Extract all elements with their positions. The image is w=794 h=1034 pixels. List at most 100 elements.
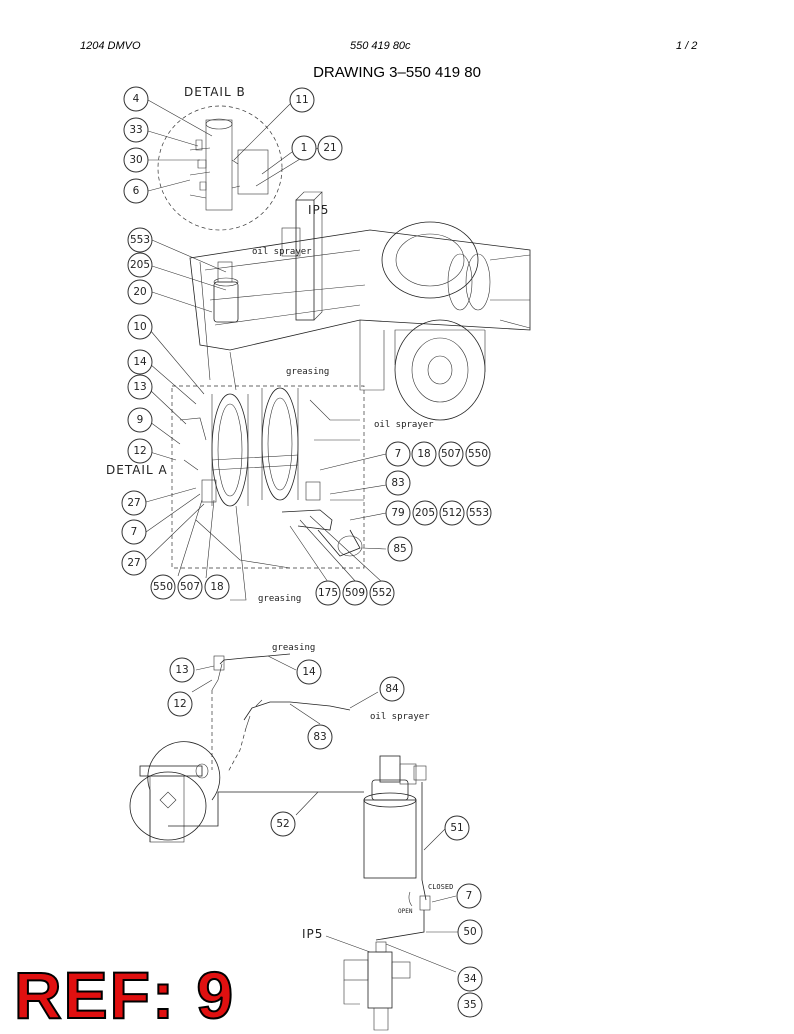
callout-50: 50: [457, 919, 483, 945]
svg-text:507: 507: [441, 448, 461, 460]
svg-text:13: 13: [133, 381, 146, 393]
callout-85: 85: [387, 536, 413, 562]
svg-text:14: 14: [133, 356, 147, 368]
greasing-lower-label: greasing: [258, 594, 301, 604]
callout-84: 84: [379, 676, 405, 702]
svg-text:13: 13: [175, 664, 188, 676]
svg-text:84: 84: [385, 683, 399, 695]
callout-79: 79: [385, 500, 411, 526]
svg-text:1: 1: [301, 142, 308, 154]
callout-30: 30: [123, 147, 149, 173]
callout-14-schematic: 14: [296, 659, 322, 685]
callout-10: 10: [127, 314, 153, 340]
callout-27-b: 27: [121, 550, 147, 576]
callout-1: 1: [291, 135, 317, 161]
svg-text:79: 79: [391, 507, 404, 519]
svg-text:10: 10: [133, 321, 146, 333]
truck-chassis-view: [189, 191, 531, 421]
detail-a-label: DETAIL A: [106, 463, 168, 477]
callout-11: 11: [289, 87, 315, 113]
detail-a-view: [171, 385, 365, 569]
ip5-top-label: IP5: [308, 203, 329, 217]
callout-6: 6: [123, 178, 149, 204]
callout-205-top: 205: [127, 252, 153, 278]
reference-stamp: REF: 9: [13, 958, 236, 1032]
callout-7-schematic: 7: [456, 883, 482, 909]
callout-13-top: 13: [127, 374, 153, 400]
callout-7-b: 7: [385, 441, 411, 467]
callout-205-b: 205: [412, 500, 438, 526]
callout-27-a: 27: [121, 490, 147, 516]
callout-175: 175: [315, 580, 341, 606]
svg-text:35: 35: [463, 999, 476, 1011]
svg-text:51: 51: [450, 822, 463, 834]
svg-text:21: 21: [323, 142, 336, 154]
svg-text:12: 12: [173, 698, 186, 710]
svg-text:7: 7: [395, 448, 402, 460]
callout-550-a: 550: [150, 574, 176, 600]
callout-507-b: 507: [438, 441, 464, 467]
svg-text:9: 9: [137, 414, 144, 426]
callout-83-schematic: 83: [307, 724, 333, 750]
callout-51: 51: [444, 815, 470, 841]
svg-text:18: 18: [417, 448, 430, 460]
svg-text:83: 83: [391, 477, 404, 489]
svg-text:85: 85: [393, 543, 406, 555]
callout-83-top: 83: [385, 470, 411, 496]
callout-550-b: 550: [465, 441, 491, 467]
svg-text:14: 14: [302, 666, 316, 678]
svg-text:18: 18: [210, 581, 223, 593]
header-doc-code: 1204 DMVO: [80, 40, 141, 52]
callout-12-top: 12: [127, 438, 153, 464]
svg-text:12: 12: [133, 445, 146, 457]
callout-21: 21: [317, 135, 343, 161]
callout-507-a: 507: [177, 574, 203, 600]
greasing-upper-label: greasing: [286, 367, 329, 377]
svg-text:512: 512: [442, 507, 462, 519]
leader-lines: [145, 99, 458, 973]
callout-18-b: 18: [411, 441, 437, 467]
svg-text:27: 27: [127, 557, 140, 569]
svg-text:552: 552: [372, 587, 392, 599]
svg-text:550: 550: [153, 581, 173, 593]
valve-closed-label: CLOSED: [428, 883, 453, 891]
svg-text:7: 7: [466, 890, 473, 902]
svg-text:11: 11: [295, 94, 308, 106]
callout-52: 52: [270, 811, 296, 837]
header-part-number: 550 419 80c: [350, 40, 411, 52]
callout-13-schematic: 13: [169, 657, 195, 683]
svg-text:50: 50: [463, 926, 476, 938]
callout-14-top: 14: [127, 349, 153, 375]
schematic-view: [129, 653, 431, 1031]
callout-512: 512: [439, 500, 465, 526]
svg-text:553: 553: [469, 507, 489, 519]
header-page-number: 1 / 2: [676, 40, 698, 52]
oil-sprayer-top-label: oil sprayer: [252, 247, 312, 257]
svg-text:20: 20: [133, 286, 146, 298]
detail-b-view: [157, 105, 283, 231]
callout-35: 35: [457, 992, 483, 1018]
callout-33: 33: [123, 117, 149, 143]
svg-text:4: 4: [133, 93, 140, 105]
callout-4: 4: [123, 86, 149, 112]
svg-text:205: 205: [415, 507, 435, 519]
svg-text:34: 34: [463, 973, 477, 985]
callout-9: 9: [127, 407, 153, 433]
callout-12-schematic: 12: [167, 691, 193, 717]
svg-text:30: 30: [129, 154, 142, 166]
svg-text:550: 550: [468, 448, 488, 460]
callout-20: 20: [127, 279, 153, 305]
svg-text:205: 205: [130, 259, 150, 271]
ip5-bottom-label: IP5: [302, 927, 323, 941]
detail-b-label: DETAIL B: [184, 85, 246, 99]
valve-open-label: OPEN: [398, 908, 413, 915]
svg-text:6: 6: [133, 185, 140, 197]
svg-text:33: 33: [129, 124, 142, 136]
callout-509: 509: [342, 580, 368, 606]
svg-text:507: 507: [180, 581, 200, 593]
callout-18-a: 18: [204, 574, 230, 600]
oil-sprayer-mid-label: oil sprayer: [374, 420, 434, 430]
svg-text:83: 83: [313, 731, 326, 743]
callout-7-a: 7: [121, 519, 147, 545]
